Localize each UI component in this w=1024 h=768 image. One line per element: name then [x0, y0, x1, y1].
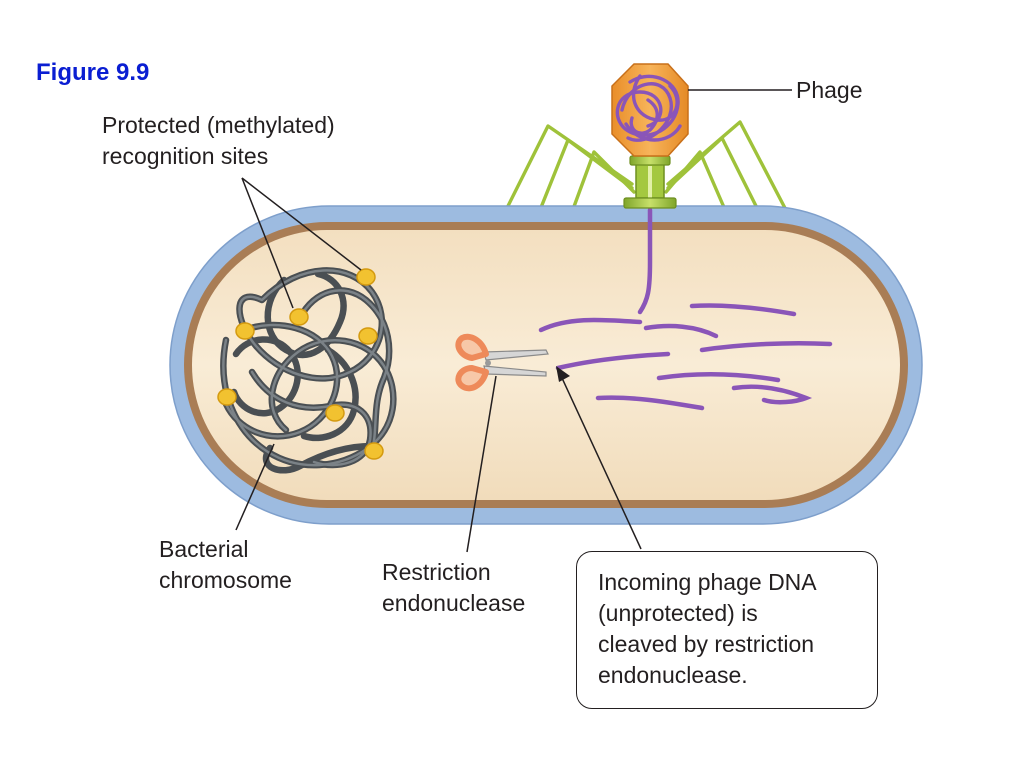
label-restriction-line-2: endonuclease: [382, 590, 526, 616]
bacterial-chromosome-highlight: [222, 269, 395, 467]
callout-line-3: cleaved by restriction: [598, 631, 815, 657]
leader-callout-arrowhead: [556, 366, 570, 382]
tail-fiber-right-inner: [664, 150, 728, 214]
leader-protected-b: [241, 177, 362, 271]
dna-fragment: [643, 323, 719, 339]
label-protected-sites: Protected (methylated) recognition sites: [102, 110, 335, 172]
label-bacterial-chromosome: Bacterial chromosome: [159, 534, 292, 596]
tail-fiber-left-inner: [570, 150, 636, 214]
callout-line-2: (unprotected) is: [598, 600, 758, 626]
tail-fiber-left-outer: [504, 124, 634, 212]
label-protected-line-1: Protected (methylated): [102, 112, 335, 138]
dna-fragment: [699, 341, 833, 353]
phage-collar: [629, 155, 671, 166]
callout-line-1: Incoming phage DNA: [598, 569, 817, 595]
label-chromosome-line-2: chromosome: [159, 567, 292, 593]
chromosome-strand-6: [264, 270, 347, 359]
chromosome-highlight-2: [222, 338, 395, 467]
methylation-site: [289, 308, 309, 326]
chromosome-highlight-5: [250, 370, 372, 467]
dna-fragment: [731, 384, 813, 405]
chromosome-strand-8: [300, 346, 359, 442]
methylation-site: [358, 327, 378, 345]
dna-fragment: [595, 395, 705, 411]
scissors-pivot: [485, 360, 491, 366]
chromosome-highlight-3: [224, 323, 339, 438]
phage-head-dna: [615, 74, 682, 142]
scissors-blade-upper: [483, 349, 549, 361]
label-restriction-line-1: Restriction: [382, 559, 491, 585]
figure-label: Figure 9.9: [36, 59, 150, 86]
label-chromosome-line-1: Bacterial: [159, 536, 249, 562]
phage-baseplate: [623, 197, 677, 209]
callout-box: Incoming phage DNA (unprotected) is clea…: [576, 551, 878, 709]
chromosome-highlight-4: [298, 289, 391, 452]
phage-tail-fibers: [504, 120, 788, 214]
tail-fiber-left-mid: [538, 138, 634, 212]
methylation-site: [235, 322, 255, 340]
methylation-site: [325, 404, 345, 422]
dna-fragment: [555, 351, 671, 371]
leader-chromosome: [235, 443, 275, 531]
dna-fragment: [538, 317, 643, 333]
methylation-site: [364, 442, 384, 460]
callout-line-4: endonuclease.: [598, 662, 748, 688]
scissors-icon: [455, 333, 549, 392]
callout-text: Incoming phage DNA (unprotected) is clea…: [598, 567, 877, 691]
dna-injected-strand: [637, 207, 653, 315]
label-restriction-endonuclease: Restriction endonuclease: [382, 557, 525, 619]
leader-callout: [561, 377, 642, 550]
leader-lines: [235, 89, 792, 553]
methylation-site: [356, 268, 376, 286]
methylation-sites: [217, 268, 384, 460]
scissors-handle-lower: [455, 365, 489, 392]
dna-fragment: [689, 303, 797, 317]
tail-fiber-right-mid: [666, 136, 760, 212]
label-phage: Phage: [796, 77, 863, 103]
scissors-handle-upper: [455, 333, 489, 361]
dna-fragment: [656, 372, 781, 383]
leader-restriction: [466, 375, 497, 553]
methylation-site: [217, 388, 237, 406]
leader-protected-a: [241, 177, 294, 309]
label-protected-line-2: recognition sites: [102, 143, 269, 169]
chromosome-strand-9: [262, 442, 376, 474]
phage: [611, 63, 689, 209]
chromosome-strand-7: [230, 336, 301, 417]
phage-dna-fragments: [538, 207, 833, 411]
